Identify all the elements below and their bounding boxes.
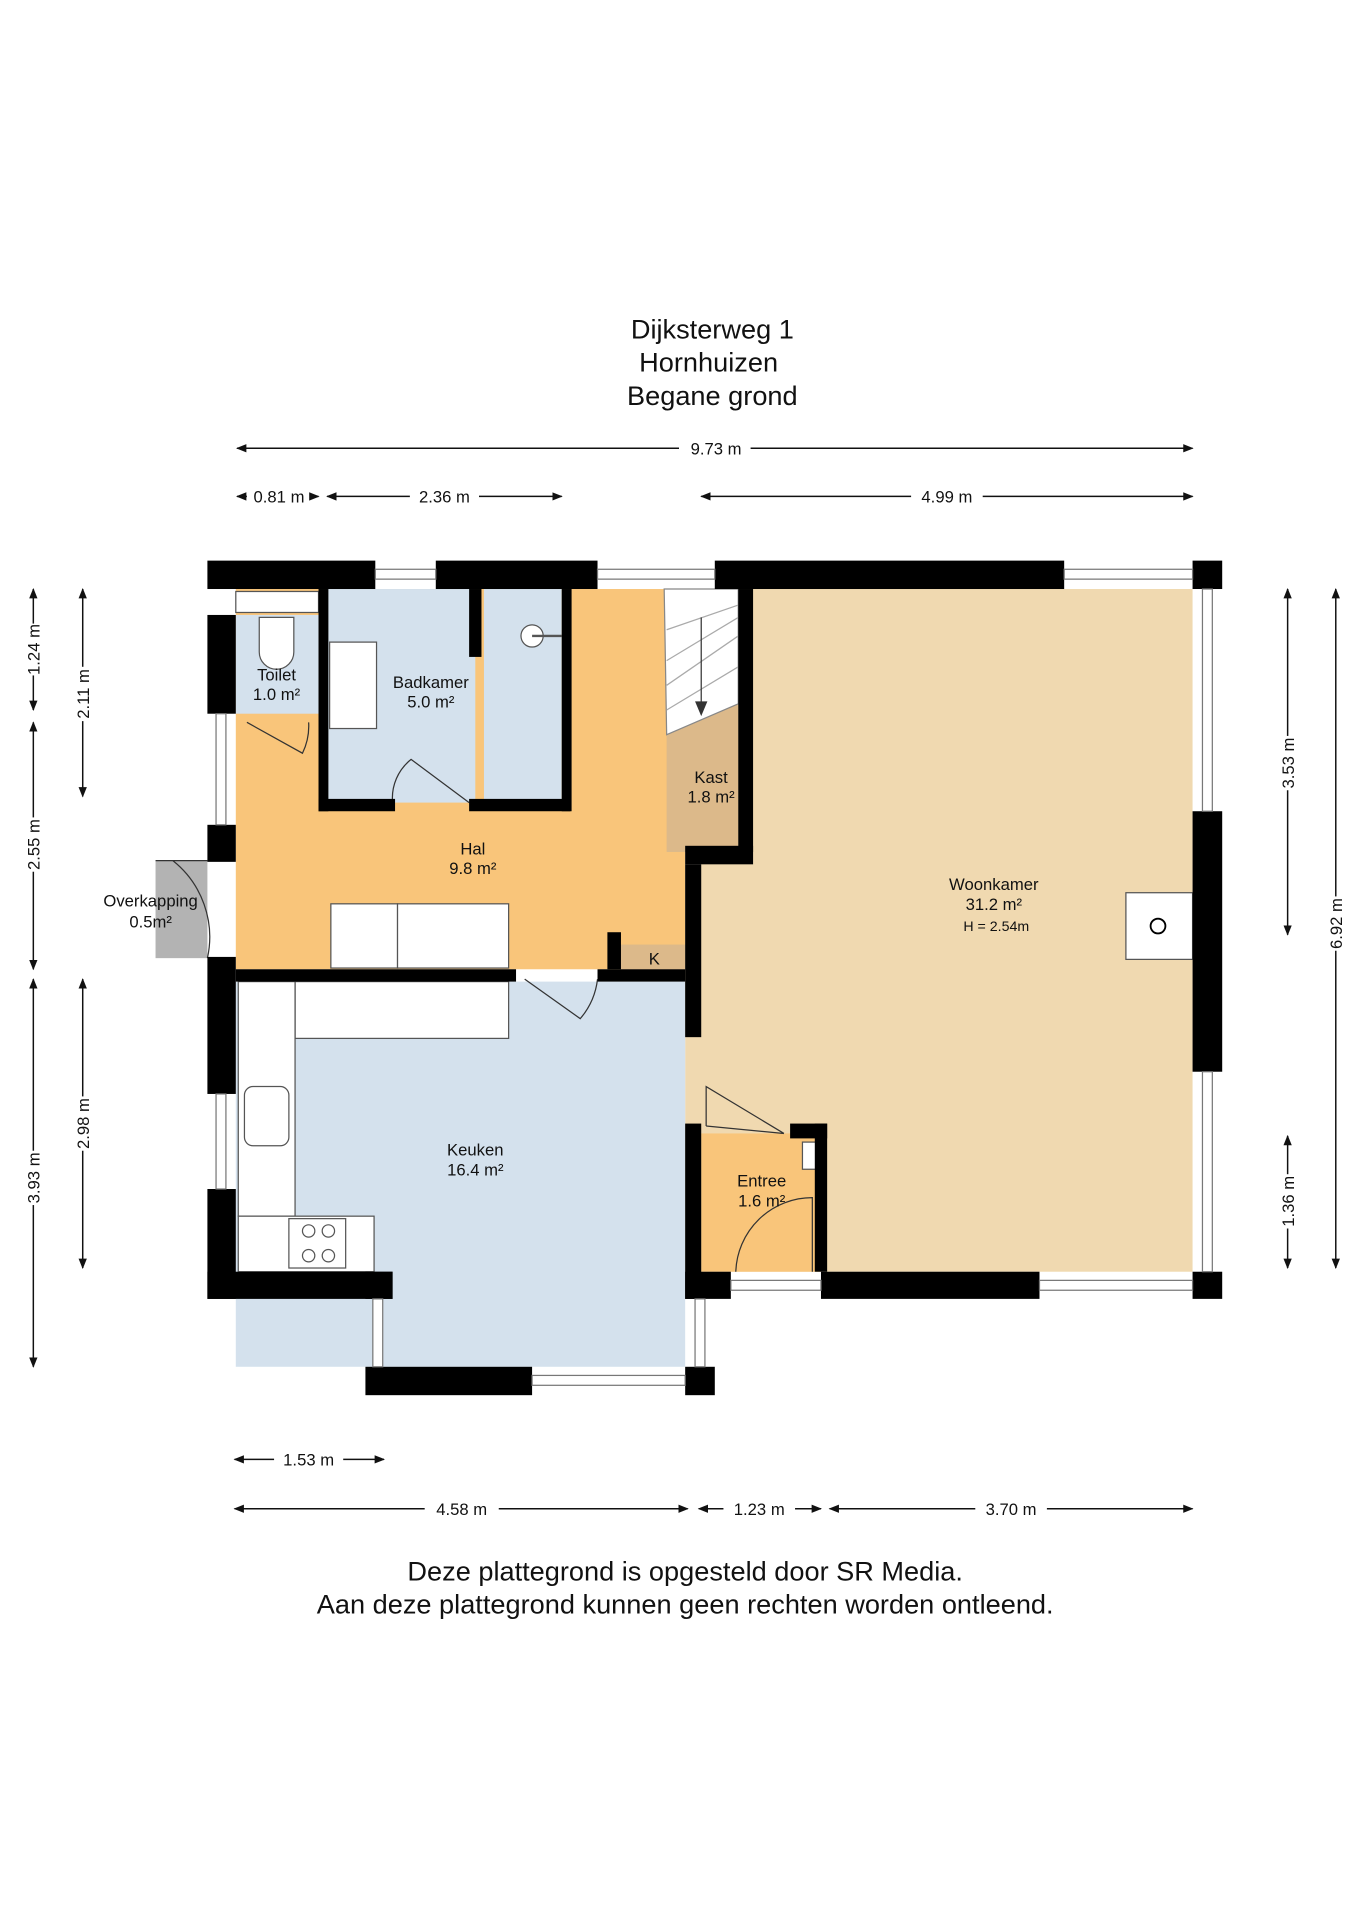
- footer-line-1: Deze plattegrond is opgesteld door SR Me…: [407, 1555, 963, 1586]
- svg-text:1.0 m²: 1.0 m²: [253, 685, 301, 704]
- dimension-left-e: 2.98 m: [71, 978, 94, 1270]
- svg-text:Hal: Hal: [460, 839, 485, 858]
- svg-text:16.4 m²: 16.4 m²: [447, 1160, 504, 1179]
- dimension-bottom-a: 1.53 m: [233, 1451, 385, 1470]
- kitchen-sink-icon: [243, 1085, 290, 1147]
- room-keuken-fill: [235, 981, 686, 1367]
- svg-text:3.93 m: 3.93 m: [25, 1152, 44, 1203]
- dimension-top-a: 0.81 m: [235, 488, 320, 507]
- kitchen-counter-top: [294, 980, 510, 1040]
- windows: [215, 568, 1213, 1386]
- svg-text:2.98 m: 2.98 m: [74, 1098, 93, 1149]
- title-floor: Begane grond: [627, 380, 798, 411]
- dimension-left-b: 2.55 m: [22, 721, 45, 971]
- svg-text:Overkapping: Overkapping: [103, 891, 197, 910]
- svg-text:Entree: Entree: [737, 1172, 786, 1191]
- room-entree-fill: [701, 1133, 821, 1272]
- svg-text:1.53 m: 1.53 m: [283, 1451, 334, 1470]
- svg-text:2.36 m: 2.36 m: [419, 488, 470, 507]
- bathroom-sink: [329, 641, 378, 730]
- dimension-left-a: 1.24 m: [22, 587, 45, 712]
- toilet-cistern: [235, 590, 320, 614]
- svg-text:4.99 m: 4.99 m: [921, 488, 972, 507]
- dimension-top-total: 9.73 m: [235, 439, 1194, 458]
- dimension-right-a: 3.53 m: [1276, 587, 1299, 936]
- cooktop-icon: [288, 1218, 347, 1269]
- svg-text:H = 2.54m: H = 2.54m: [963, 919, 1029, 935]
- svg-text:0.5m²: 0.5m²: [129, 912, 172, 931]
- svg-text:1.6 m²: 1.6 m²: [738, 1191, 786, 1210]
- toilet-bowl-icon: [258, 616, 295, 670]
- dimension-bottom-d: 3.70 m: [828, 1500, 1194, 1519]
- svg-text:Kast: Kast: [694, 768, 728, 787]
- svg-text:4.58 m: 4.58 m: [436, 1500, 487, 1519]
- dimension-right-b: 1.36 m: [1276, 1134, 1299, 1270]
- svg-text:1.24 m: 1.24 m: [25, 624, 44, 675]
- svg-text:Badkamer: Badkamer: [393, 673, 469, 692]
- dimension-top-b: 2.36 m: [326, 488, 563, 507]
- svg-text:2.55 m: 2.55 m: [25, 819, 44, 870]
- k-cupboard-fill: [620, 944, 686, 970]
- svg-text:1.36 m: 1.36 m: [1279, 1176, 1298, 1227]
- overkapping-fill: [155, 860, 208, 959]
- svg-text:31.2 m²: 31.2 m²: [966, 895, 1023, 914]
- title-city: Hornhuizen: [639, 347, 778, 378]
- svg-text:3.70 m: 3.70 m: [986, 1500, 1037, 1519]
- svg-text:Woonkamer: Woonkamer: [949, 875, 1039, 894]
- svg-text:3.53 m: 3.53 m: [1279, 738, 1298, 789]
- stove-fireplace-icon: [1125, 892, 1194, 961]
- room-shower-fill: [483, 589, 562, 803]
- door-swings: [155, 721, 813, 1272]
- svg-text:1.8 m²: 1.8 m²: [687, 788, 735, 807]
- dimension-bottom-c: 1.23 m: [697, 1500, 823, 1519]
- washing-machine: [330, 903, 399, 969]
- footer-line-2: Aan deze plattegrond kunnen geen rechten…: [317, 1589, 1054, 1620]
- svg-text:6.92 m: 6.92 m: [1327, 898, 1346, 949]
- svg-text:1.23 m: 1.23 m: [734, 1500, 785, 1519]
- svg-text:Toilet: Toilet: [257, 665, 296, 684]
- dimension-left-c: 3.93 m: [22, 978, 45, 1368]
- svg-text:5.0 m²: 5.0 m²: [407, 693, 455, 712]
- hal-cabinet: [396, 903, 510, 969]
- svg-text:Keuken: Keuken: [447, 1141, 504, 1160]
- title-address: Dijksterweg 1: [631, 313, 794, 344]
- svg-text:2.11 m: 2.11 m: [74, 669, 93, 719]
- dimension-bottom-b: 4.58 m: [233, 1500, 689, 1519]
- room-overkapping: Overkapping 0.5m²: [103, 891, 197, 931]
- svg-text:9.8 m²: 9.8 m²: [449, 859, 497, 878]
- dimension-right-total: 6.92 m: [1324, 587, 1347, 1270]
- svg-text:9.73 m: 9.73 m: [691, 439, 742, 458]
- walls: [207, 560, 1223, 1396]
- dimension-left-d: 2.11 m: [71, 587, 94, 798]
- svg-text:0.81 m: 0.81 m: [254, 488, 305, 507]
- dimension-top-c: 4.99 m: [700, 488, 1194, 507]
- k-cupboard-label: K: [649, 949, 660, 968]
